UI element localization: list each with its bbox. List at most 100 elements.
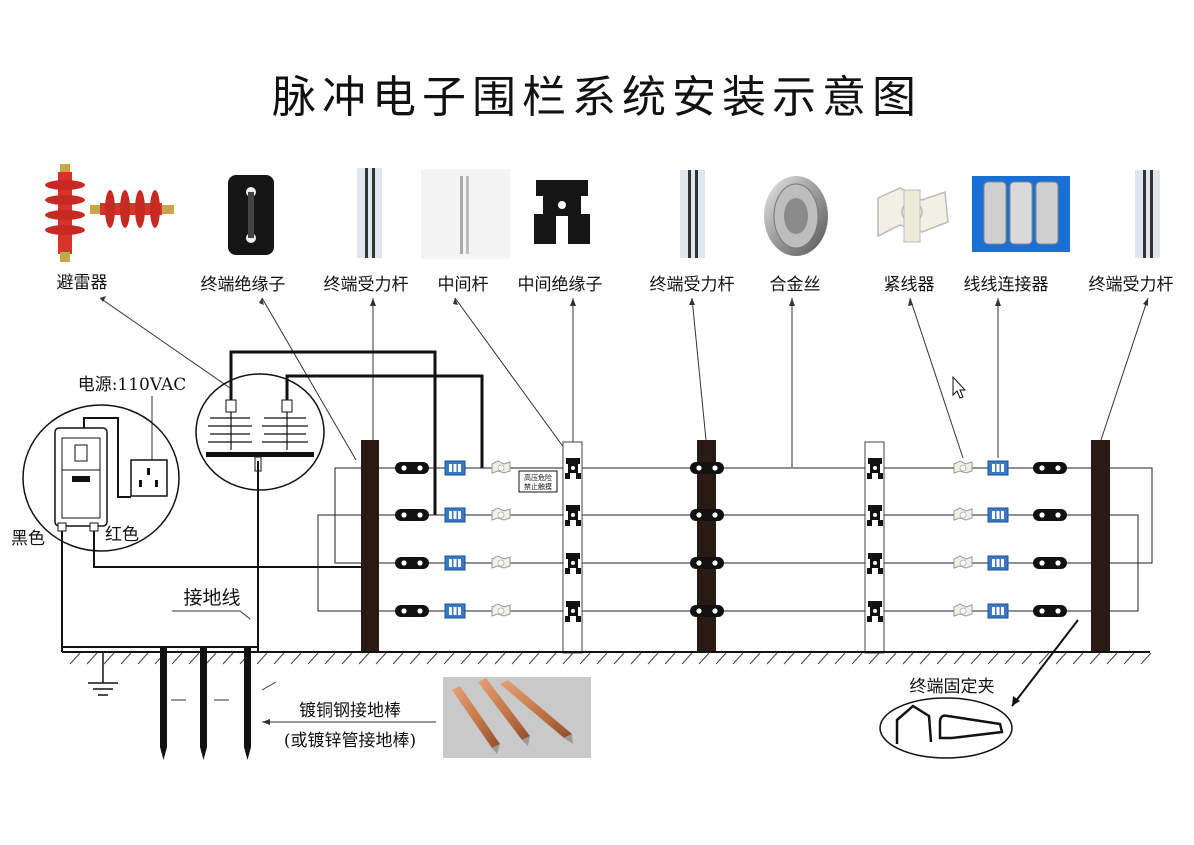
hatch-mark: [987, 652, 999, 665]
warning-line1: 高压危险: [524, 473, 552, 482]
hatch-mark: [137, 652, 149, 665]
terminal-clip-callout: [879, 697, 1013, 759]
hatch-mark: [69, 652, 81, 665]
alloy-wire-image: [764, 175, 828, 257]
end-post-middle: [697, 440, 716, 653]
hatch-mark: [800, 652, 812, 665]
hatch-mark: [256, 652, 268, 665]
middle-insulator-image: [534, 180, 590, 244]
label-end-insulator: 终端绝缘子: [201, 275, 286, 295]
arrester-detail: [206, 399, 314, 472]
page-title: 脉冲电子围栏系统安装示意图: [272, 72, 922, 123]
hatch-mark: [188, 652, 200, 665]
label-terminal-clip: 终端固定夹: [910, 677, 995, 697]
label-red: 红色: [105, 525, 139, 545]
controller-callout-circle: [22, 404, 180, 552]
hatch-mark: [528, 652, 540, 665]
hatch-mark: [919, 652, 931, 665]
hatch-mark: [1106, 652, 1118, 665]
hatch-mark: [851, 652, 863, 665]
warning-sign: 高压危险 禁止触摸: [518, 470, 558, 493]
hatch-mark: [749, 652, 761, 665]
hatch-mark: [511, 652, 523, 665]
label-end-post-1: 终端受力杆: [324, 275, 409, 295]
ground-hatching: [69, 652, 1152, 665]
end-post-image-3: [1135, 170, 1160, 258]
hatch-mark: [1072, 652, 1084, 665]
hatch-mark: [222, 652, 234, 665]
hatch-mark: [613, 652, 625, 665]
terminal-clip-arrow: [1012, 696, 1020, 706]
hatch-mark: [120, 652, 132, 665]
middle-post-image: [421, 169, 510, 259]
label-middle-post: 中间杆: [438, 275, 489, 295]
hatch-mark: [647, 652, 659, 665]
arrester-callout-circle: [195, 373, 325, 491]
hatch-mark: [443, 652, 455, 665]
terminal-clip-images: [895, 704, 1004, 744]
hatch-mark: [273, 652, 285, 665]
hatch-mark: [1004, 652, 1016, 665]
label-end-post-2: 终端受力杆: [650, 275, 735, 295]
hatch-mark: [936, 652, 948, 665]
fence-hardware: [395, 458, 1067, 622]
label-tensioner: 紧线器: [884, 275, 935, 295]
ground-rods: [61, 646, 277, 760]
hatch-mark: [341, 652, 353, 665]
hatch-mark: [596, 652, 608, 665]
hatch-mark: [86, 652, 98, 665]
label-ground-wire: 接地线: [183, 587, 240, 609]
ground-symbol: [88, 652, 118, 696]
hatch-mark: [1140, 652, 1152, 665]
label-power: 电源:110VAC: [78, 375, 187, 395]
hatch-mark: [1123, 652, 1135, 665]
hatch-mark: [375, 652, 387, 665]
label-middle-insulator: 中间绝缘子: [518, 275, 603, 295]
hatch-mark: [681, 652, 693, 665]
hatch-mark: [562, 652, 574, 665]
end-post-right: [1091, 440, 1110, 653]
hatch-mark: [766, 652, 778, 665]
power-outlet: [130, 459, 168, 497]
hatch-mark: [732, 652, 744, 665]
controller-unit: [54, 427, 108, 532]
label-surge-arrester: 避雷器: [57, 273, 108, 293]
hatch-mark: [477, 652, 489, 665]
hatch-mark: [392, 652, 404, 665]
hatch-mark: [630, 652, 642, 665]
hatch-mark: [103, 652, 115, 665]
mouse-cursor-icon: [952, 375, 967, 399]
terminal-clip-leader: [1011, 619, 1079, 707]
warning-line2: 禁止触摸: [524, 482, 552, 491]
hatch-mark: [1038, 652, 1050, 665]
hatch-mark: [953, 652, 965, 665]
label-black: 黑色: [11, 529, 45, 549]
ground-rod-image: [443, 677, 591, 758]
hatch-mark: [409, 652, 421, 665]
hatch-mark: [579, 652, 591, 665]
hatch-mark: [698, 652, 710, 665]
hatch-mark: [1021, 652, 1033, 665]
hatch-mark: [545, 652, 557, 665]
hatch-mark: [324, 652, 336, 665]
hatch-mark: [460, 652, 472, 665]
fence-wires: [370, 467, 1100, 612]
label-wire-connector: 线线连接器: [964, 275, 1049, 295]
hatch-mark: [902, 652, 914, 665]
hatch-mark: [307, 652, 319, 665]
wire-loops: [317, 467, 1153, 612]
surge-arrester-image: [45, 164, 174, 262]
hatch-mark: [868, 652, 880, 665]
hatch-mark: [358, 652, 370, 665]
power-cord: [83, 417, 131, 498]
label-alloy-wire: 合金丝: [770, 275, 821, 295]
ground-wire-leader: [172, 610, 251, 620]
leader-lines: [99, 297, 1149, 467]
hatch-mark: [885, 652, 897, 665]
tensioner-image: [877, 187, 949, 243]
end-post-left: [361, 440, 379, 653]
hatch-mark: [1089, 652, 1101, 665]
hatch-mark: [970, 652, 982, 665]
hatch-mark: [715, 652, 727, 665]
wire-connector-image: [972, 176, 1070, 252]
